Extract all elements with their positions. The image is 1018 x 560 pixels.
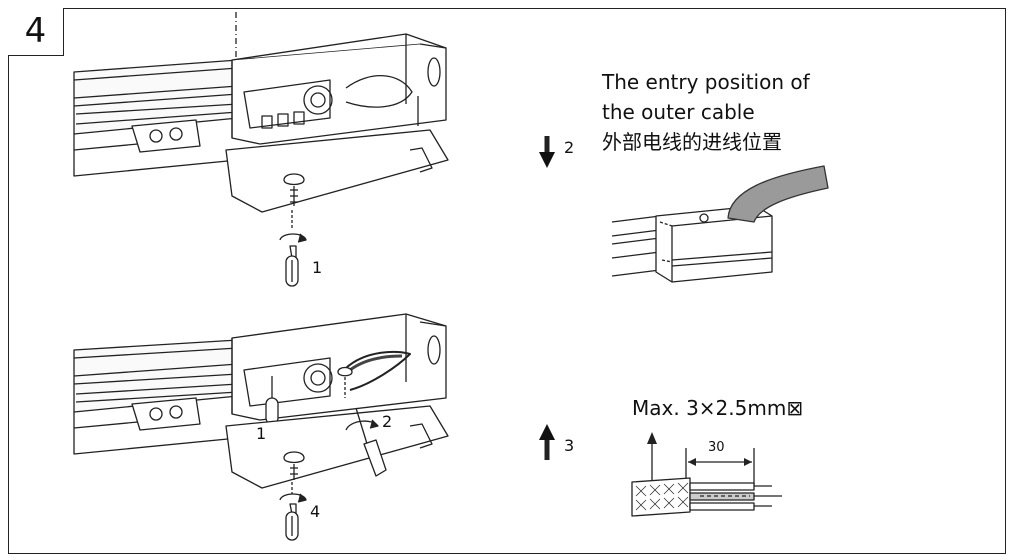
top-track-assembly xyxy=(73,12,449,287)
strip-length-label: 30 xyxy=(708,440,725,455)
bottom-track-assembly xyxy=(73,313,449,541)
arrow-up-icon xyxy=(539,424,555,460)
wire-spec-label: Max. 3×2.5mm⊠ xyxy=(632,396,804,420)
bottom-step-1-label: 1 xyxy=(256,424,267,443)
bottom-step-2-label: 2 xyxy=(382,412,393,431)
cable-entry-caption-chinese: 外部电线的进线位置 xyxy=(602,130,782,154)
diagram-frame xyxy=(8,8,1006,554)
cable-entry-detail xyxy=(611,165,829,283)
top-screw-step-label: 1 xyxy=(312,258,323,277)
arrow-down-icon xyxy=(539,136,555,168)
arrow-down-step-label: 2 xyxy=(564,138,575,157)
wire-strip-detail xyxy=(631,432,782,517)
step-number-box: 4 xyxy=(8,8,64,56)
cable-entry-caption-line1: The entry position of xyxy=(602,70,810,94)
cable-entry-caption-line2: the outer cable xyxy=(602,100,755,124)
arrow-up-step-label: 3 xyxy=(564,436,575,455)
bottom-step-4-label: 4 xyxy=(310,502,321,521)
